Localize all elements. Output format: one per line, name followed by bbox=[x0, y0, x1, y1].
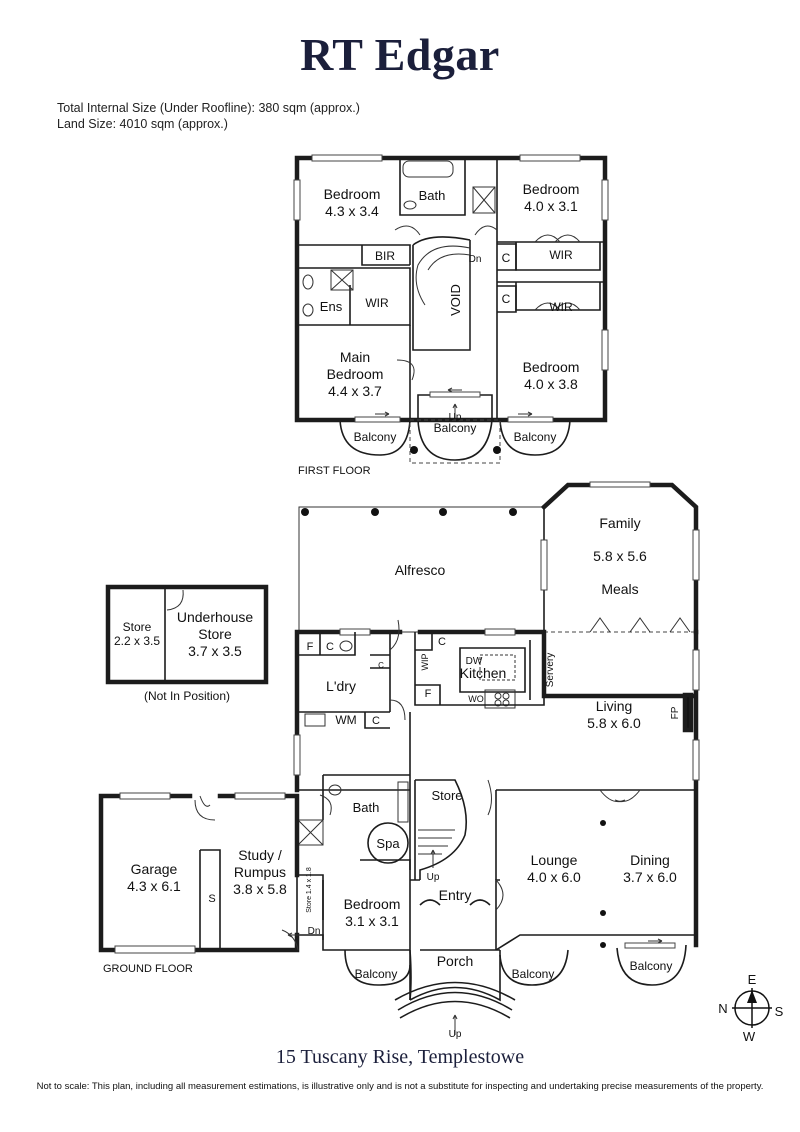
living-size: 5.8 x 6.0 bbox=[587, 715, 641, 731]
lounge-size: 4.0 x 6.0 bbox=[527, 869, 581, 885]
ff-up-label: Up bbox=[449, 412, 462, 423]
dw-label: DW bbox=[466, 656, 483, 667]
compass-n: N bbox=[718, 1001, 727, 1016]
kitchen-label: Kitchen bbox=[460, 665, 507, 681]
ff-bed-se-size: 4.0 x 3.8 bbox=[524, 376, 578, 392]
fp-label: FP bbox=[670, 706, 681, 719]
ff-closet-1: C bbox=[502, 251, 511, 265]
gf-s-label: S bbox=[208, 893, 215, 905]
living-label: Living bbox=[596, 698, 633, 714]
first-floor-label: FIRST FLOOR bbox=[298, 465, 371, 477]
gf-up-label: Up bbox=[427, 872, 440, 883]
ff-balcony-right: Balcony bbox=[514, 430, 557, 444]
gf-balcony-left: Balcony bbox=[355, 967, 398, 981]
brand-logo: RT Edgar bbox=[300, 29, 500, 80]
ff-main-bed-2: Bedroom bbox=[327, 366, 384, 382]
study-line1: Study / bbox=[238, 847, 282, 863]
gf-bed-name: Bedroom bbox=[344, 896, 401, 912]
ff-bed-nw-size: 4.3 x 3.4 bbox=[325, 203, 379, 219]
outbuilding-plan: Store 2.2 x 3.5 Underhouse Store 3.7 x 3… bbox=[105, 584, 269, 703]
small-store-label: Store 1.4 x 1.8 bbox=[306, 867, 313, 913]
ff-bed-ne-size: 4.0 x 3.1 bbox=[524, 198, 578, 214]
gf-balcony-mid: Balcony bbox=[512, 967, 555, 981]
ff-wir-ne: WIR bbox=[549, 248, 573, 262]
spa-label: Spa bbox=[376, 836, 400, 851]
land-size-text: Land Size: 4010 sqm (approx.) bbox=[57, 117, 228, 131]
garage-size: 4.3 x 6.1 bbox=[127, 878, 181, 894]
compass-icon: E N S W bbox=[718, 972, 783, 1044]
porch-label: Porch bbox=[437, 953, 474, 969]
underhouse-line1: Underhouse bbox=[177, 609, 253, 625]
ff-bed-se-name: Bedroom bbox=[523, 359, 580, 375]
gf-c1: C bbox=[326, 641, 334, 653]
gf-f1: F bbox=[307, 641, 314, 653]
ff-wir-se: WIR bbox=[549, 300, 573, 314]
ff-closet-2: C bbox=[502, 292, 511, 306]
ff-main-bed-1: Main bbox=[340, 349, 370, 365]
compass-w: W bbox=[743, 1029, 756, 1044]
ff-void-label: VOID bbox=[448, 284, 463, 316]
ff-bath-label: Bath bbox=[419, 188, 446, 203]
ground-floor-plan: Alfresco Family 5.8 x 5.6 Meals F C L'dr… bbox=[98, 481, 700, 1040]
compass-s: S bbox=[775, 1004, 784, 1019]
disclaimer-text: Not to scale: This plan, including all m… bbox=[36, 1081, 764, 1092]
dining-label: Dining bbox=[630, 852, 670, 868]
underhouse-line2: Store bbox=[198, 626, 232, 642]
gf-dn-label: Dn bbox=[308, 926, 321, 937]
lounge-label: Lounge bbox=[531, 852, 578, 868]
ff-balcony-center: Balcony bbox=[434, 421, 477, 435]
entry-label: Entry bbox=[439, 887, 472, 903]
gf-c4: C bbox=[438, 636, 446, 648]
ff-dn-label: Dn bbox=[469, 254, 482, 265]
gf-bath-label: Bath bbox=[353, 800, 380, 815]
ff-bir-label: BIR bbox=[375, 249, 395, 263]
ff-main-bed-size: 4.4 x 3.7 bbox=[328, 383, 382, 399]
wip-label: WIP bbox=[420, 654, 430, 671]
ldry-label: L'dry bbox=[326, 678, 356, 694]
family-size: 5.8 x 5.6 bbox=[593, 548, 647, 564]
ff-bed-ne-name: Bedroom bbox=[523, 181, 580, 197]
ff-ens-label: Ens bbox=[320, 299, 343, 314]
not-in-position-note: (Not In Position) bbox=[144, 689, 230, 703]
gf-balcony-right: Balcony bbox=[630, 959, 673, 973]
underhouse-size: 3.7 x 3.5 bbox=[188, 643, 242, 659]
store-size: 2.2 x 3.5 bbox=[114, 634, 160, 648]
alfresco-label: Alfresco bbox=[395, 562, 446, 578]
compass-e: E bbox=[748, 972, 757, 987]
meals-label: Meals bbox=[601, 581, 638, 597]
ff-balcony-left: Balcony bbox=[354, 430, 397, 444]
gf-f2: F bbox=[425, 688, 432, 700]
dining-size: 3.7 x 6.0 bbox=[623, 869, 677, 885]
gf-c3: C bbox=[372, 715, 380, 727]
first-floor-plan: Bedroom 4.3 x 3.4 Bath Bedroom 4.0 x 3.1… bbox=[293, 154, 609, 477]
porch-up-label: Up bbox=[449, 1029, 462, 1040]
wo-label: WO bbox=[468, 694, 484, 704]
gf-c2: C bbox=[378, 661, 384, 670]
family-label: Family bbox=[599, 515, 640, 531]
gf-bed-size: 3.1 x 3.1 bbox=[345, 913, 399, 929]
internal-size-text: Total Internal Size (Under Roofline): 38… bbox=[57, 101, 360, 115]
gf-store-label: Store bbox=[431, 788, 462, 803]
study-size: 3.8 x 5.8 bbox=[233, 881, 287, 897]
garage-label: Garage bbox=[131, 861, 178, 877]
ff-wir-west: WIR bbox=[365, 296, 389, 310]
property-address: 15 Tuscany Rise, Templestowe bbox=[275, 1046, 525, 1068]
ground-floor-label: GROUND FLOOR bbox=[103, 963, 193, 975]
wm-label: WM bbox=[335, 713, 356, 727]
servery-label: Servery bbox=[545, 653, 556, 687]
study-line2: Rumpus bbox=[234, 864, 286, 880]
store-name: Store bbox=[123, 620, 152, 634]
ff-bed-nw-name: Bedroom bbox=[324, 186, 381, 202]
